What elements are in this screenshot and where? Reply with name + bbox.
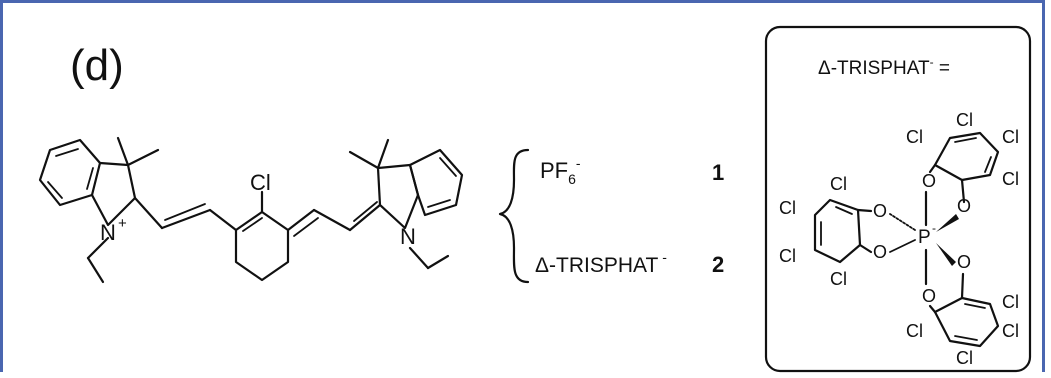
svg-text:Δ-TRISPHAT -: Δ-TRISPHAT - [535, 249, 667, 277]
chlorine-atom: Cl [1002, 169, 1019, 189]
compound-number-2: 2 [712, 252, 724, 277]
oxygen-atom: O [957, 196, 971, 216]
right-benzene-ring [408, 148, 464, 217]
nitrogen-charge: + [118, 215, 127, 232]
chlorine-atom: Cl [779, 198, 796, 218]
compound-number-1: 1 [712, 160, 724, 185]
phosphorus-charge: - [932, 221, 936, 235]
figure-frame [0, 0, 1045, 372]
left-nitrogen: N [100, 220, 116, 245]
trisphat-inset-box [764, 25, 1032, 373]
phosphorus-atom: P [918, 227, 931, 248]
chlorine-atom: Cl [830, 174, 847, 194]
counterion-row-2: Δ-TRISPHAT - 2 [535, 249, 724, 277]
oxygen-atom: O [922, 171, 936, 191]
counterion-row-1: PF6- 1 [540, 155, 724, 187]
right-nitrogen: N [400, 224, 416, 249]
oxygen-atom: O [873, 201, 887, 221]
chlorine-atom: Cl [956, 110, 973, 130]
panel-label: (d) [70, 41, 124, 90]
chlorine-atom: Cl [906, 127, 923, 147]
central-chlorine: Cl [250, 170, 271, 195]
chlorine-atom: Cl [956, 348, 973, 368]
oxygen-atom: O [957, 252, 971, 272]
chlorine-atom: Cl [1002, 127, 1019, 147]
chlorine-atom: Cl [779, 246, 796, 266]
inset-title: Δ-TRISPHAT- = [818, 55, 950, 79]
cyanine-cation: N + Cl N [38, 136, 464, 284]
counterion-brace [498, 148, 530, 284]
pf6-formula: PF [540, 158, 568, 183]
oxygen-atom: O [922, 286, 936, 306]
oxygen-atom: O [873, 242, 887, 262]
chlorine-atom: Cl [906, 321, 923, 341]
svg-text:PF6-: PF6- [540, 155, 581, 187]
trisphat-structure: P - O O O O O O Cl Cl Cl Cl Cl Cl Cl [779, 110, 1019, 368]
chlorine-atom: Cl [830, 269, 847, 289]
central-cyclohexene [234, 210, 290, 282]
chlorine-atom: Cl [1002, 321, 1019, 341]
chlorine-atom: Cl [1002, 292, 1019, 312]
trisphat-formula: Δ-TRISPHAT [535, 254, 658, 277]
